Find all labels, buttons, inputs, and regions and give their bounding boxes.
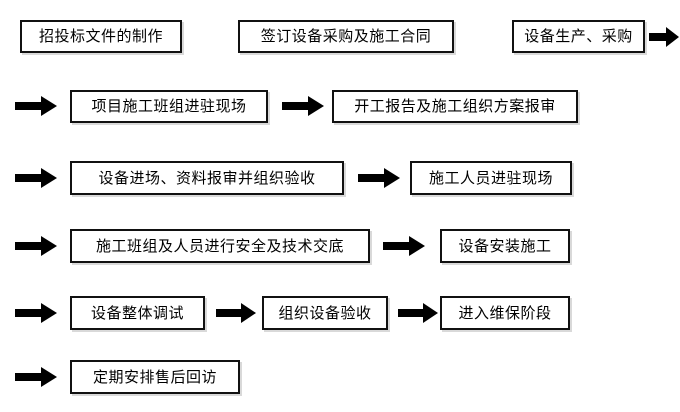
node-label: 施工人员进驻现场	[428, 168, 553, 187]
process-node-n4[interactable]: 项目施工班组进驻现场	[70, 90, 268, 123]
arrow-right-icon	[15, 366, 57, 388]
process-node-n3[interactable]: 设备生产、采购	[512, 20, 645, 53]
process-node-n11[interactable]: 组织设备验收	[262, 296, 388, 330]
node-label: 招投标文件的制作	[38, 27, 163, 45]
node-label: 签订设备采购及施工合同	[260, 27, 432, 45]
arrow-right-icon	[383, 235, 425, 257]
node-label: 项目施工班组进驻现场	[91, 97, 247, 115]
process-node-n6[interactable]: 设备进场、资料报审并组织验收	[70, 161, 344, 195]
node-label: 施工班组及人员进行安全及技术交底	[95, 236, 344, 255]
arrow-right-icon	[15, 302, 57, 324]
process-node-n8[interactable]: 施工班组及人员进行安全及技术交底	[70, 229, 370, 263]
arrow-right-icon	[358, 167, 400, 189]
process-node-n2[interactable]: 签订设备采购及施工合同	[238, 20, 454, 53]
arrow-right-icon	[398, 302, 438, 324]
node-label: 开工报告及施工组织方案报审	[354, 97, 556, 115]
process-node-n13[interactable]: 定期安排售后回访	[70, 360, 240, 394]
arrow-right-icon	[15, 167, 57, 189]
arrow-right-icon	[649, 26, 679, 48]
process-node-n10[interactable]: 设备整体调试	[70, 296, 205, 330]
arrow-right-icon	[216, 302, 256, 324]
process-node-n12[interactable]: 进入维保阶段	[440, 296, 570, 330]
process-node-n5[interactable]: 开工报告及施工组织方案报审	[332, 90, 578, 123]
arrow-right-icon	[15, 235, 57, 257]
node-label: 组织设备验收	[278, 303, 372, 322]
node-label: 设备生产、采购	[524, 27, 633, 45]
node-label: 设备整体调试	[90, 303, 184, 322]
process-node-n7[interactable]: 施工人员进驻现场	[410, 161, 572, 195]
process-node-n9[interactable]: 设备安装施工	[440, 229, 570, 263]
node-label: 进入维保阶段	[458, 303, 552, 322]
arrow-right-icon	[282, 95, 324, 117]
arrow-right-icon	[15, 95, 57, 117]
node-label: 设备进场、资料报审并组织验收	[98, 168, 316, 187]
process-node-n1[interactable]: 招投标文件的制作	[20, 20, 182, 53]
node-label: 定期安排售后回访	[92, 367, 217, 386]
node-label: 设备安装施工	[458, 236, 552, 255]
